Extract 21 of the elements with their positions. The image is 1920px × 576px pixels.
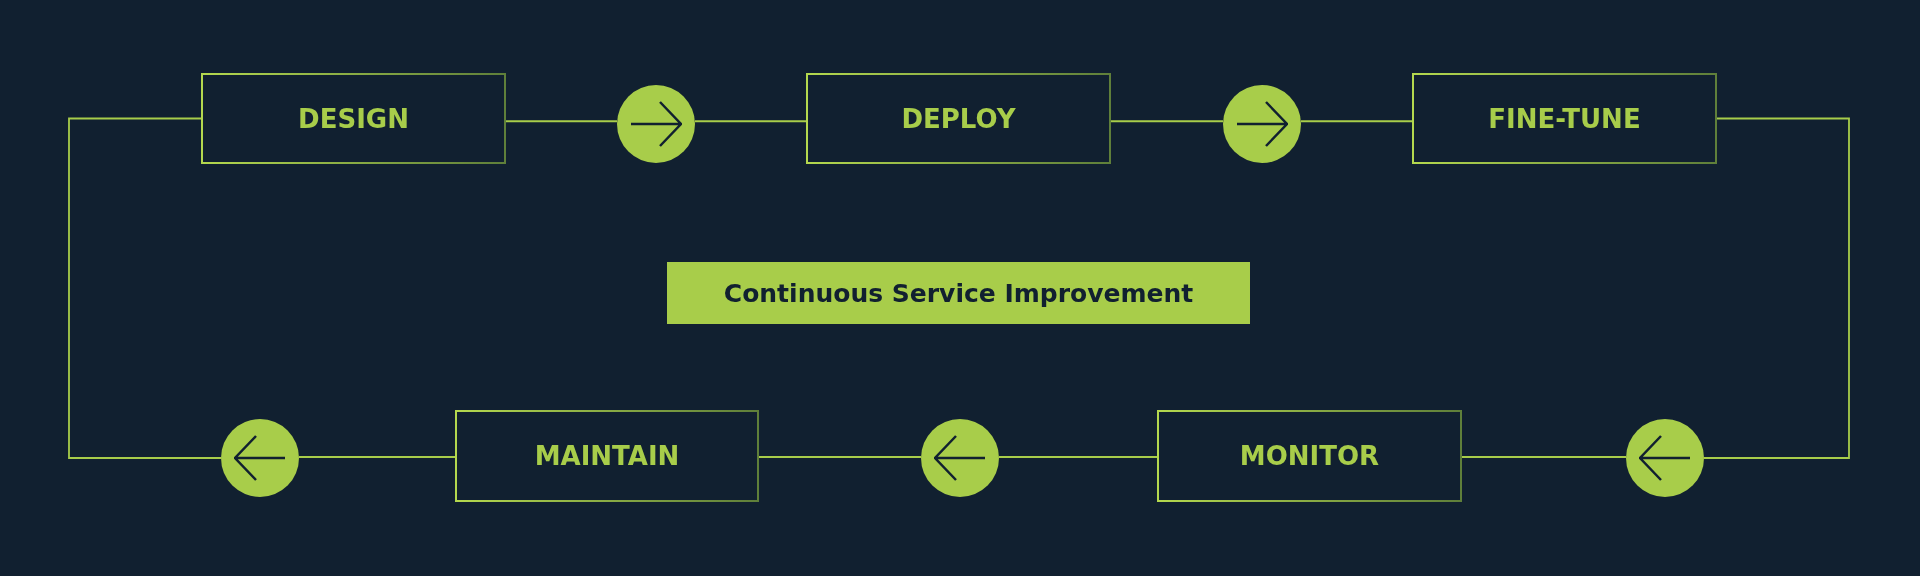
process-box (455, 410, 759, 502)
connector-line (1300, 120, 1413, 123)
step-label: MAINTAIN (534, 441, 680, 471)
connector-line (758, 456, 922, 458)
connector-line (1703, 117, 1850, 459)
step-label: MONITOR (1239, 441, 1380, 471)
step-label: FINE-TUNE (1488, 103, 1641, 134)
process-box (1157, 410, 1462, 502)
step-label: DEPLOY (901, 103, 1016, 134)
connector-line (298, 456, 456, 458)
title-banner: Continuous Service Improvement (667, 262, 1250, 324)
connector-line (694, 120, 807, 123)
process-box (806, 73, 1111, 164)
process-box (201, 73, 506, 164)
connector-line (1110, 120, 1224, 123)
connector-line (505, 120, 618, 123)
connector-line (1461, 456, 1627, 458)
connector-line (68, 117, 222, 459)
process-box (1412, 73, 1717, 164)
connector-line (998, 456, 1158, 458)
step-label: DESIGN (298, 103, 409, 134)
